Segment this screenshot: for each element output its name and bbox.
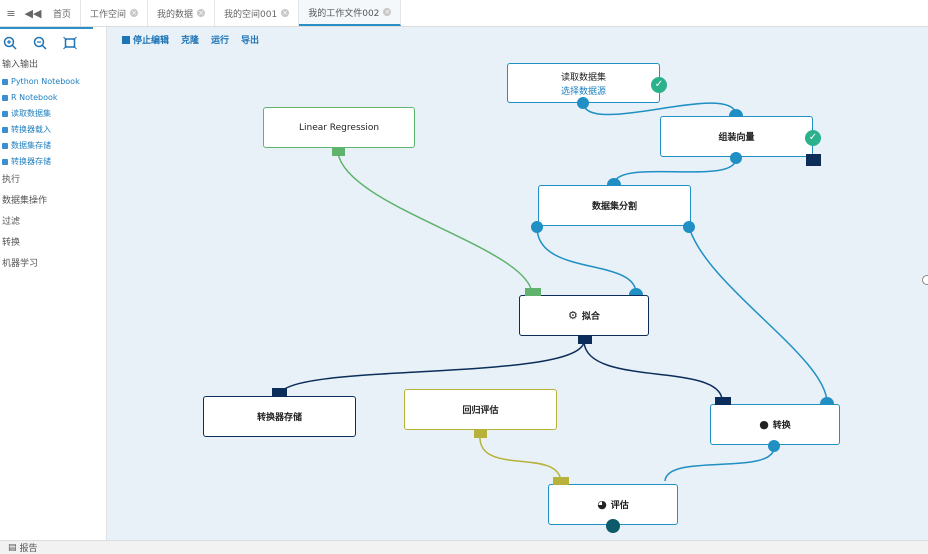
category-transform[interactable]: 转换 [2, 238, 21, 248]
gauge-icon: ◕ [597, 498, 607, 511]
component-r-notebook[interactable]: R Notebook [0, 90, 106, 106]
data-input-port-icon[interactable] [629, 288, 643, 295]
tab-my-data[interactable]: 我的数据× [148, 0, 216, 26]
input-port-icon[interactable] [607, 178, 621, 185]
workflow-canvas[interactable]: 停止编辑 克隆 运行 导出 读取数据集 [107, 27, 928, 540]
model-output-port-icon[interactable] [578, 335, 592, 344]
cube-icon [2, 95, 8, 101]
close-icon[interactable]: × [281, 9, 290, 17]
model-input-port-icon[interactable] [525, 288, 541, 296]
close-icon[interactable]: × [383, 8, 392, 16]
cube-icon [2, 143, 8, 149]
node-save-transformer[interactable]: 转换器存储 [203, 396, 356, 437]
tab-workspace[interactable]: 工作空间× [81, 0, 149, 26]
success-check-icon: ✓ [651, 77, 667, 93]
close-icon[interactable]: × [197, 9, 206, 17]
fit-icon: ⚙ [568, 309, 578, 322]
zoom-out-icon[interactable] [32, 35, 48, 51]
data-input-port-icon[interactable] [820, 397, 834, 404]
node-read-dataset[interactable]: 读取数据集 选择数据源 [507, 63, 660, 103]
node-fit[interactable]: ⚙拟合 [519, 295, 649, 336]
run-button[interactable]: 运行 [211, 36, 230, 46]
node-dataset-split[interactable]: 数据集分割 [538, 185, 691, 226]
node-title: 回归评估 [462, 406, 499, 416]
node-title: 评估 [610, 501, 629, 511]
output-port-icon[interactable] [606, 519, 620, 533]
category-io[interactable]: 输入输出 [2, 60, 39, 70]
collapse-handle-icon[interactable] [922, 275, 928, 285]
tab-bar: ≡ ◀◀ 首页 工作空间× 我的数据× 我的空间001× 我的工作文件002× [0, 0, 928, 27]
category-dataset-ops[interactable]: 数据集操作 [2, 196, 48, 206]
zoom-in-icon[interactable] [2, 35, 18, 51]
cube-icon [2, 79, 8, 85]
output-port-icon[interactable] [332, 147, 345, 156]
stop-edit-button[interactable]: 停止编辑 [122, 33, 169, 46]
input-port-icon[interactable] [729, 109, 743, 116]
node-title: 数据集分割 [591, 202, 637, 212]
node-assemble-vector[interactable]: 组装向量 [660, 116, 813, 157]
connection-wires [278, 102, 828, 482]
category-filter[interactable]: 过滤 [2, 217, 21, 227]
input-port-icon[interactable] [272, 388, 287, 397]
node-regression-evaluate[interactable]: 回归评估 [404, 389, 557, 430]
select-datasource-link[interactable]: 选择数据源 [560, 86, 606, 97]
tab-my-workfile-002[interactable]: 我的工作文件002× [299, 0, 402, 26]
transform-icon: ● [759, 418, 769, 431]
node-transform[interactable]: ●转换 [710, 404, 840, 445]
close-icon[interactable]: × [130, 9, 139, 17]
output-port-icon[interactable] [531, 221, 543, 233]
cube-icon [2, 127, 8, 133]
cube-icon [2, 111, 8, 117]
model-port-icon[interactable] [806, 154, 821, 166]
node-title: 组装向量 [718, 133, 755, 143]
collapse-left-icon[interactable]: ◀◀ [24, 6, 42, 20]
model-input-port-icon[interactable] [715, 397, 731, 405]
output-port-icon[interactable] [683, 221, 695, 233]
menu-icon[interactable]: ≡ [6, 6, 16, 20]
report-label: 报告 [19, 544, 38, 554]
component-save-dataset[interactable]: 数据集存储 [0, 138, 106, 154]
report-bar[interactable]: ▤ 报告 [0, 540, 928, 554]
fit-screen-icon[interactable] [62, 35, 78, 51]
category-execute[interactable]: 执行 [2, 175, 21, 185]
component-load-transformer[interactable]: 转换器载入 [0, 122, 106, 138]
canvas-toolbar: 停止编辑 克隆 运行 导出 [122, 33, 259, 46]
output-port-icon[interactable] [768, 440, 780, 452]
tab-home[interactable]: 首页 [44, 0, 82, 26]
component-panel: 输入输出 Python Notebook R Notebook 读取数据集 转换… [0, 27, 107, 540]
category-machine-learning[interactable]: 机器学习 [2, 259, 39, 269]
export-button[interactable]: 导出 [241, 36, 260, 46]
stop-icon [122, 35, 130, 44]
node-title: 转换 [772, 421, 791, 431]
node-linear-regression[interactable]: Linear Regression [263, 107, 415, 148]
output-port-icon[interactable] [577, 97, 589, 109]
zoom-toolbar [0, 27, 93, 57]
component-python-notebook[interactable]: Python Notebook [0, 74, 106, 90]
cube-icon [2, 159, 8, 165]
node-title: Linear Regression [298, 122, 380, 133]
output-port-icon[interactable] [474, 429, 487, 438]
component-save-transformer[interactable]: 转换器存储 [0, 154, 106, 170]
report-icon: ▤ [8, 542, 17, 553]
component-read-dataset[interactable]: 读取数据集 [0, 106, 106, 122]
node-title: 读取数据集 [560, 72, 606, 83]
model-input-port-icon[interactable] [553, 477, 569, 485]
tab-my-space-001[interactable]: 我的空间001× [215, 0, 300, 26]
clone-button[interactable]: 克隆 [181, 36, 200, 46]
node-title: 转换器存储 [256, 413, 302, 423]
node-title: 拟合 [581, 312, 600, 322]
success-check-icon: ✓ [805, 130, 821, 146]
output-port-icon[interactable] [730, 152, 742, 164]
